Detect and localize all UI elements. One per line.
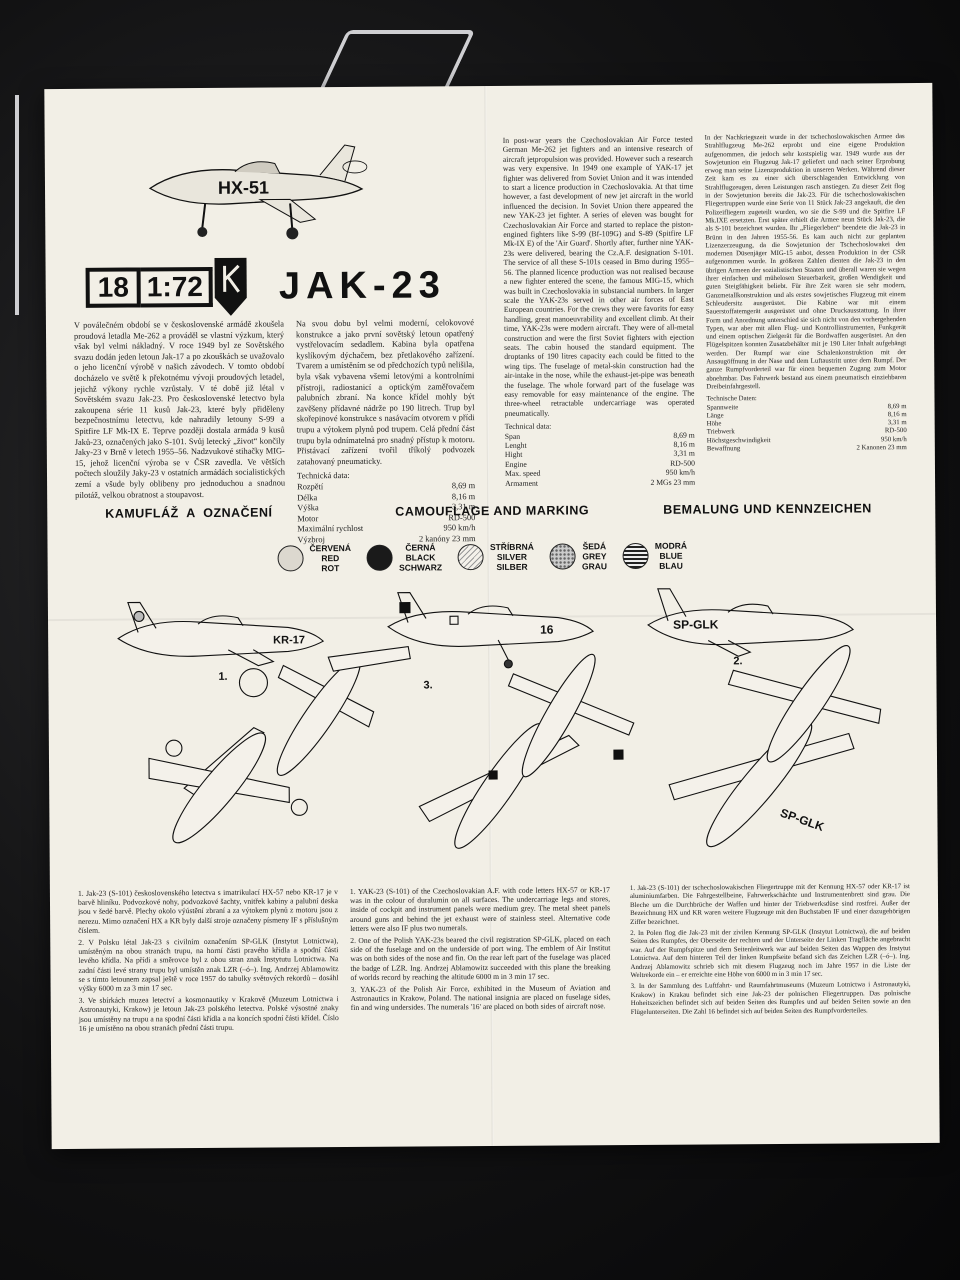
aircraft-2-side-view	[647, 588, 855, 657]
aircraft-2-number: 2.	[733, 655, 742, 667]
note-de-3: 3. In der Sammlung des Luftfahrt- und Ra…	[630, 981, 911, 1016]
aircraft-2-plan-views	[668, 645, 882, 848]
aircraft-3-number: 3.	[423, 679, 432, 691]
instruction-sheet: HX-51 18 1:72 JAK-23 V poválečném období…	[44, 82, 940, 1150]
aircraft-1-number: 1.	[218, 671, 227, 683]
aircraft-2-wing-code: SP-GLK	[778, 806, 826, 835]
hero-plane-code: HX-51	[218, 178, 269, 198]
black-swatch-icon	[366, 544, 394, 571]
notes-de-column: 1. Jak-23 (S-101) der tschechoslowakisch…	[630, 883, 911, 1020]
aircraft-3-plan-views	[418, 653, 635, 849]
notes-en-column: 1. YAK-23 (S-101) of the Czechoslovakian…	[350, 885, 611, 1015]
english-intro-text: In post-war years the Czechoslovakian Ai…	[502, 134, 695, 418]
notes-cz-column: 1. Jak-23 (S-101) československého letec…	[78, 887, 339, 1036]
kit-logo-k	[214, 257, 247, 316]
note-cz-3: 3. Ve sbírkách muzea letectví a kosmonau…	[78, 994, 339, 1033]
wire-rack-side	[15, 95, 23, 315]
note-cz-1: 1. Jak-23 (S-101) československého letec…	[77, 887, 339, 935]
aircraft-1-side-view	[117, 601, 325, 667]
camouflage-drawings: KR-17 1.	[117, 588, 882, 849]
section-heading-de: BEMALUNG UND KENNZEICHEN	[663, 501, 872, 517]
red-swatch-icon	[277, 545, 304, 572]
section-heading-en: CAMOUFLAGE AND MARKING	[395, 503, 590, 519]
czech-intro-column: V poválečném období se v československé …	[74, 319, 285, 503]
aircraft-3-code: 16	[540, 623, 554, 637]
note-de-2: 2. In Polen flog die Jak-23 mit der zivi…	[630, 928, 911, 980]
kit-header: 18 1:72 JAK-23	[85, 256, 446, 317]
note-en-3: 3. YAK-23 of the Polish Air Force, exhib…	[350, 983, 611, 1013]
german-intro-text: In der Nachkriegszeit wurde in der tsche…	[704, 133, 907, 391]
english-intro-column: In post-war years the Czechoslovakian Ai…	[503, 135, 695, 488]
kit-scale: 1:72	[140, 266, 214, 308]
grey-swatch-icon	[549, 543, 577, 570]
czech-intro-text: V poválečném období se v československé …	[73, 319, 286, 500]
silver-swatch-icon	[457, 544, 485, 571]
aircraft-1-code: KR-17	[273, 634, 305, 646]
czech-cont-text: Na svou dobu byl velmi moderní, celokovo…	[295, 318, 475, 467]
note-de-1: 1. Jak-23 (S-101) der tschechoslowakisch…	[629, 883, 911, 926]
kit-number: 18	[85, 267, 141, 308]
note-en-1: 1. YAK-23 (S-101) of the Czechoslovakian…	[349, 885, 611, 933]
section-heading-cz: KAMUFLÁŽ A OZNAČENÍ	[105, 505, 273, 521]
aircraft-3-side-view	[387, 592, 595, 669]
german-intro-column: In der Nachkriegszeit wurde in der tsche…	[705, 133, 907, 454]
note-en-2: 2. One of the Polish YAK-23s beared the …	[350, 934, 611, 982]
note-cz-2: 2. V Polsku létal Jak-23 s civilním ozna…	[78, 936, 339, 993]
aircraft-1-plan-views	[148, 645, 411, 844]
aircraft-2-code: SP-GLK	[673, 617, 719, 631]
kit-title: JAK-23	[278, 263, 446, 307]
blue-swatch-icon	[622, 542, 650, 570]
hero-plane-illustration: HX-51	[148, 144, 368, 240]
